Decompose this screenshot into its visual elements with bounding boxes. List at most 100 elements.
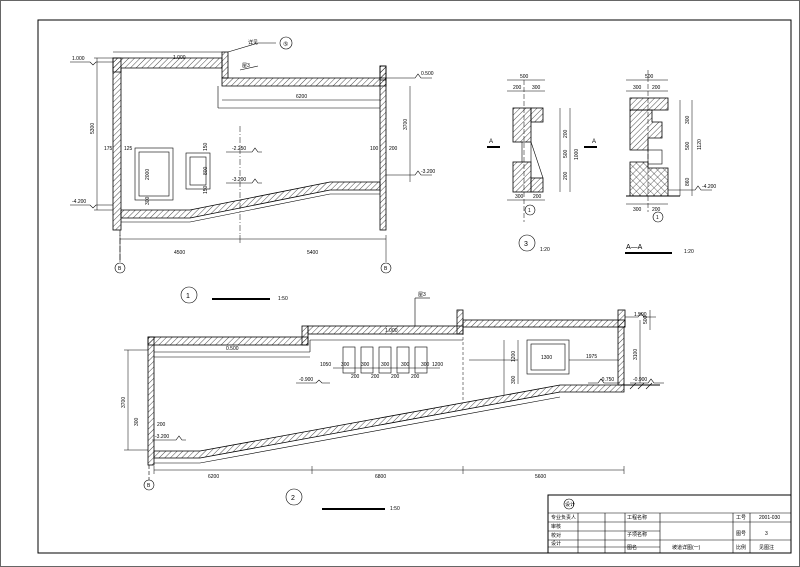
dim-150a: 150 — [203, 142, 209, 151]
detail-3-title-bubble — [518, 234, 536, 252]
dim-top-span: 1.000 — [173, 55, 186, 61]
aa-200b: 200 — [652, 207, 661, 213]
dim-200: 200 — [389, 146, 398, 152]
tb-r4c1: 设计 — [551, 540, 561, 547]
s2-dim-500: 500 — [643, 315, 649, 324]
dim-300: 300 — [145, 196, 151, 205]
section-2: 屋3 1.500 0.500 1.000 -0.900 -0.750 -0.90… — [121, 292, 664, 512]
drawing-frame — [37, 19, 792, 554]
aa-860: 860 — [685, 177, 691, 186]
s2-dim-1975: 1975 — [586, 354, 597, 360]
d3-200a: 200 — [513, 85, 522, 91]
louver-dim: 200 — [371, 374, 380, 380]
d3-200c: 200 — [563, 171, 569, 180]
dim-height-left: 5300 — [90, 123, 96, 134]
s2-dim-1050: 1050 — [320, 362, 331, 368]
section-1-scale: 1:50 — [278, 296, 288, 302]
section-1: 详见 ⑤ 屋3 1.000 0.500 -2.250 -3.200 -4.200… — [70, 36, 435, 304]
section-2-axis-bubble — [143, 479, 155, 491]
aa-300a: 300 — [633, 85, 642, 91]
tb-r2c1: 审核 — [551, 523, 561, 530]
tb-r2c2: 子项名称 — [627, 531, 647, 538]
louver-dim: 300 — [401, 362, 410, 368]
elev-a: -2.250 — [232, 146, 246, 152]
elev-b: -3.200 — [232, 177, 246, 183]
s2-dim-200: 200 — [157, 422, 166, 428]
section-2-title: 2 — [291, 495, 295, 502]
elev-bottom: -4.200 — [72, 199, 86, 205]
d3-axis: 1 — [528, 208, 531, 214]
dim-150b: 150 — [203, 185, 209, 194]
aa-500b: 500 — [685, 141, 691, 150]
s2-dim-bottom-0: 6200 — [208, 474, 219, 480]
dim-800: 800 — [203, 166, 209, 175]
s2-dim-bottom-1: 6800 — [375, 474, 386, 480]
d3-500: 500 — [520, 74, 529, 80]
d3-300a: 300 — [532, 85, 541, 91]
aa-axis: 1 — [656, 215, 659, 221]
s2-dim-bottom-2: 5600 — [535, 474, 546, 480]
tb-v3: 见图注 — [759, 544, 774, 551]
louver-dim: 300 — [381, 362, 390, 368]
d3-1000: 1000 — [574, 149, 580, 160]
detail-3-axis-bubble — [524, 204, 536, 216]
axis-left-label: B — [118, 266, 122, 272]
tb-v1: 2001-030 — [759, 515, 780, 521]
title-block: 设计 专业负责人 工程名称 审核 子项名称 校对 设计 图名 坡道详图(一) 工… — [547, 494, 792, 554]
section-2-scale: 1:50 — [390, 506, 400, 512]
s2-elev-a: -0.900 — [299, 377, 313, 383]
section-aa-axis-bubble — [652, 211, 664, 223]
section-aa-title: A—A — [626, 244, 643, 251]
d3-cut-left: A — [489, 139, 493, 145]
section-1-title-bubble — [180, 286, 198, 304]
elev-roof-right: 0.500 — [421, 71, 434, 77]
detail-3: 500 200 300 200 500 200 1000 300 200 A A… — [487, 74, 597, 253]
s2-elev-b: -0.750 — [600, 377, 614, 383]
elev-roof-left: 1.000 — [72, 56, 85, 62]
axis-bubble-b-right — [380, 262, 392, 274]
axis-right-label: B — [384, 266, 388, 272]
s2-dim-3700: 3700 — [121, 397, 127, 408]
elev-b-right: -3.200 — [421, 169, 435, 175]
axis-bubble-b-left — [114, 262, 126, 274]
roof-label: 屋3 — [242, 63, 250, 69]
s2-elev-bottom: -3.200 — [155, 434, 169, 440]
detail-3-scale: 1:20 — [540, 247, 550, 253]
dim-175: 175 — [104, 146, 113, 152]
louver-dim: 300 — [361, 362, 370, 368]
dim-bottom-left: 4500 — [174, 250, 185, 256]
section-1-title: 1 — [186, 293, 190, 300]
d3-500b: 500 — [563, 149, 569, 158]
s2-elev-mid: 1.000 — [385, 328, 398, 334]
s2-dim-300b: 300 — [511, 375, 517, 384]
aa-200a: 200 — [652, 85, 661, 91]
callout-ref: ⑤ — [283, 41, 288, 48]
detail-3-title: 3 — [524, 241, 528, 248]
tb-r3c1: 校对 — [551, 532, 561, 539]
louver-dim: 200 — [391, 374, 400, 380]
drawing-name: 坡道详图(一) — [672, 544, 701, 551]
d3-200b: 200 — [563, 129, 569, 138]
d3-300b: 300 — [515, 194, 524, 200]
dim-125: 125 — [124, 146, 133, 152]
dim-inner: 6200 — [296, 94, 307, 100]
aa-1120: 1120 — [697, 139, 703, 150]
tb-r1c2: 工程名称 — [627, 514, 647, 521]
tb-k3: 比例 — [736, 544, 746, 551]
tb-v2: 3 — [765, 531, 768, 537]
s2-dim-300: 300 — [134, 417, 140, 426]
s2-dim-3100: 3100 — [633, 349, 639, 360]
dim-bottom-right: 5400 — [307, 250, 318, 256]
tb-r1c1: 专业负责人 — [551, 514, 576, 521]
aa-300b: 300 — [633, 207, 642, 213]
s2-roof-label: 屋3 — [418, 292, 426, 298]
d3-cut-right: A — [592, 139, 596, 145]
s2-dim-1300: 1300 — [541, 355, 552, 361]
louver-dim: 300 — [421, 362, 430, 368]
dim-100: 100 — [370, 146, 379, 152]
aa-500: 500 — [645, 74, 654, 80]
dim-2000: 2000 — [145, 169, 151, 180]
louver-dim: 200 — [351, 374, 360, 380]
tb-r4c2: 图名 — [627, 544, 637, 551]
d3-200d: 200 — [533, 194, 542, 200]
